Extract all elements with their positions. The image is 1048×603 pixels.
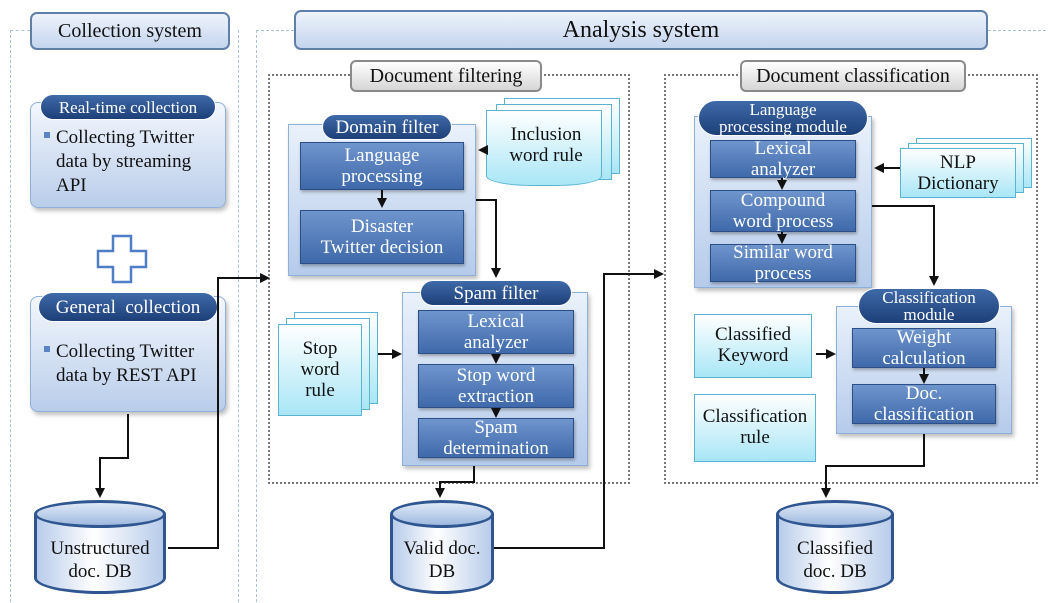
df-step2-line1: Disaster — [350, 216, 414, 237]
doc-classification-step: Doc.classification — [852, 383, 996, 425]
plus-icon — [96, 234, 148, 284]
sf-step2-line2: extraction — [458, 386, 534, 407]
lpm-step2-line1: Compound — [740, 190, 826, 211]
unstructured-db-line-2: doc. DB — [68, 561, 132, 582]
analysis-system-title: Analysis system — [562, 16, 720, 43]
realtime-line-2: data by streaming — [56, 151, 192, 172]
cm-title-line2: module — [903, 305, 955, 324]
df-step1-line1: Language — [344, 145, 420, 166]
sf-step1-line2: analyzer — [463, 332, 529, 353]
document-classification-title: Document classification — [756, 64, 950, 87]
analysis-frame-top-l — [256, 30, 294, 31]
general-line-1: Collecting Twitter — [56, 341, 195, 362]
class-rule-line2: rule — [740, 427, 770, 448]
keyword-line1: Classified — [715, 324, 791, 345]
valid-doc-db: Valid doc.DB — [390, 500, 494, 594]
document-filtering-title: Document filtering — [369, 64, 523, 87]
collection-frame-right — [238, 30, 239, 602]
lpm-step2-line2: word process — [732, 211, 834, 232]
realtime-collection-title: Real-time collection — [40, 94, 216, 120]
realtime-line-3: API — [56, 175, 87, 196]
df-step1-line2: processing — [341, 166, 423, 187]
document-classification-header: Document classification — [740, 60, 966, 92]
classified-db-line-1: Classified — [797, 538, 873, 559]
sf-step2-line1: Stop word — [456, 365, 536, 386]
collection-frame-left — [10, 30, 11, 602]
inclusion-rule-line2: word rule — [509, 145, 583, 166]
keyword-line2: Keyword — [717, 345, 789, 366]
lpm-title-line1: Language — [749, 100, 817, 119]
general-collection-title: General collection — [38, 292, 218, 322]
inclusion-rule-line1: Inclusion — [510, 124, 582, 145]
lpm-step1-line2: analyzer — [750, 159, 816, 180]
document-filtering-header: Document filtering — [350, 60, 542, 92]
general-collection-desc: Collecting Twitter data by REST API — [44, 340, 197, 388]
stop-rule-line2: word — [300, 358, 340, 380]
lpm-title-line2: processing module — [719, 117, 847, 136]
lpm-step3-line2: process — [754, 263, 812, 284]
valid-db-line-1: Valid doc. — [403, 538, 481, 559]
unstructured-db-line-1: Unstructured — [50, 538, 150, 559]
nlp-dict-line1: NLP — [940, 152, 976, 173]
stop-rule-line3: rule — [305, 379, 335, 401]
cm-step1-line2: calculation — [882, 348, 966, 369]
domain-filter-title-text: Domain filter — [335, 116, 439, 138]
spam-filter-title-text: Spam filter — [453, 282, 539, 304]
sf-step3-line1: Spam — [474, 417, 518, 438]
valid-db-line-2: DB — [428, 561, 456, 582]
analysis-frame-top-r — [988, 30, 1046, 31]
bullet-icon — [44, 132, 50, 138]
sf-step3-line2: determination — [443, 438, 549, 459]
general-line-2: data by REST API — [56, 365, 197, 386]
cm-step2-line1: Doc. — [905, 383, 943, 404]
domain-filter-title: Domain filter — [322, 114, 452, 140]
class-rule-line1: Classification — [702, 406, 808, 427]
collection-system-title: Collection system — [58, 19, 202, 42]
df-step2-line2: Twitter decision — [320, 237, 444, 258]
cm-title-line1: Classification — [882, 288, 976, 307]
analysis-frame-left — [256, 30, 257, 602]
cm-step1-line1: Weight — [896, 327, 952, 348]
realtime-collection-desc: Collecting Twitter data by streaming API — [44, 126, 194, 198]
collection-frame-top-l — [10, 30, 30, 31]
nlp-dict-line2: Dictionary — [917, 173, 999, 194]
classified-db-line-2: doc. DB — [803, 561, 867, 582]
bullet-icon — [44, 346, 50, 352]
collection-system-header: Collection system — [30, 12, 230, 50]
sf-step1-line1: Lexical — [467, 311, 525, 332]
lpm-step1-line1: Lexical — [754, 138, 812, 159]
cm-step2-line2: classification — [873, 404, 975, 425]
spam-filter-title: Spam filter — [420, 280, 572, 306]
realtime-collection-title-text: Real-time collection — [58, 97, 198, 117]
lpm-step3-line1: Similar word — [733, 242, 833, 263]
realtime-line-1: Collecting Twitter — [56, 127, 195, 148]
general-collection-title-text: General collection — [55, 296, 201, 318]
stop-rule-line1: Stop — [302, 337, 338, 359]
analysis-system-header: Analysis system — [294, 10, 988, 50]
